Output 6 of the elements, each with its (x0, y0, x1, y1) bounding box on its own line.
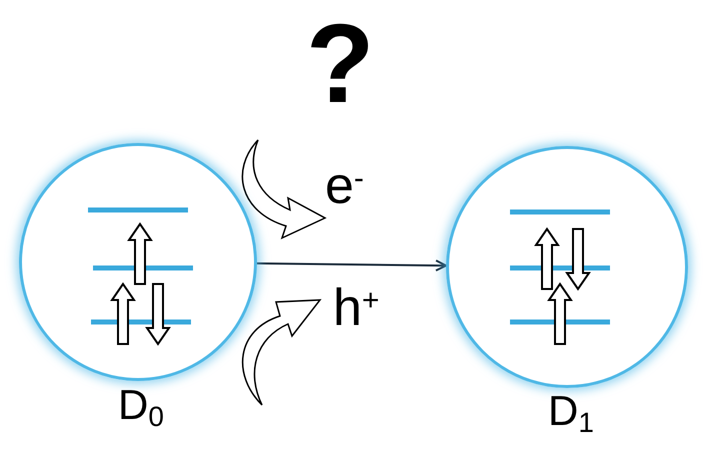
state-label: D$_{1}$ (548, 390, 594, 432)
state-label: D$_{0}$ (118, 384, 164, 426)
label: ? (306, 8, 374, 120)
label: e$^{-}$ (325, 160, 364, 212)
arrow (256, 259, 447, 272)
label: h$^{+}$ (333, 282, 380, 334)
